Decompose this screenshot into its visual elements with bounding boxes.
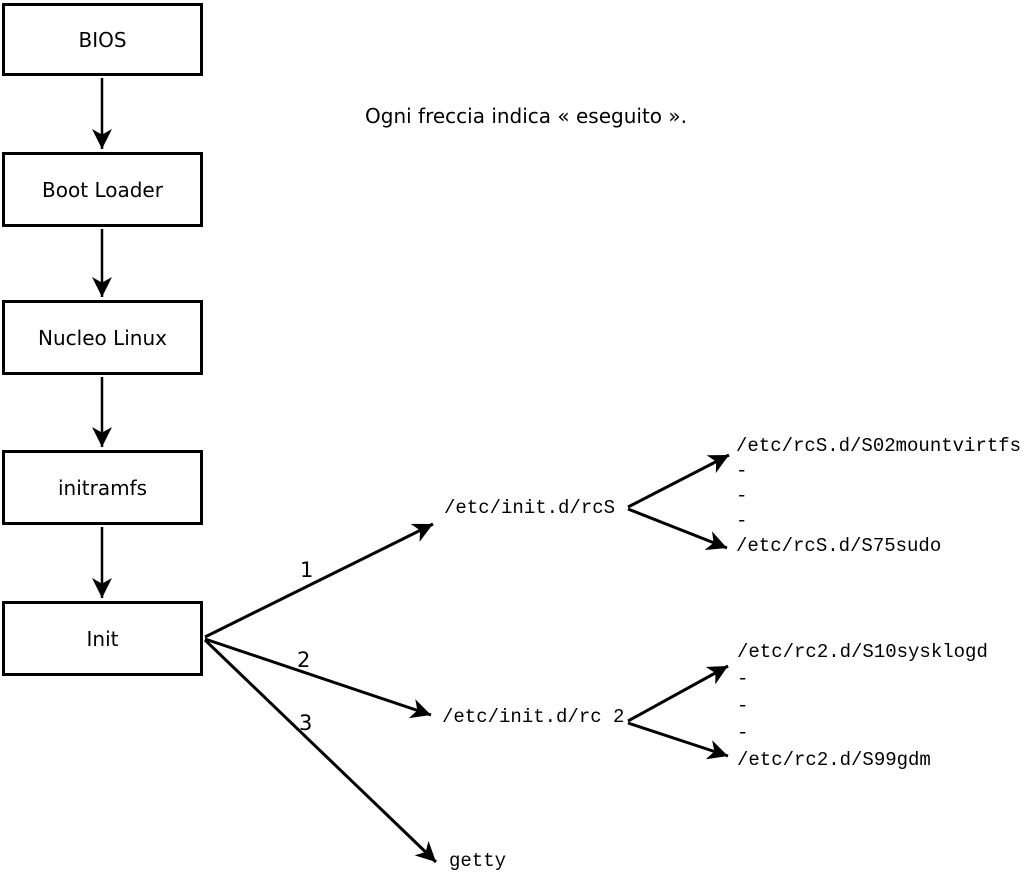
flow-box-nucleo-linux: Nucleo Linux: [2, 300, 203, 375]
node-rc2-child-s99gdm: /etc/rc2.d/S99gdm: [737, 749, 931, 771]
flow-box-boot-loader-label: Boot Loader: [42, 177, 163, 202]
ellipsis-dash: -: [737, 722, 749, 744]
ellipsis-dash: -: [736, 485, 748, 507]
node-rcs-child-s75sudo: /etc/rcS.d/S75sudo: [736, 535, 942, 557]
ellipsis-dash: -: [737, 695, 749, 717]
flow-box-bios-label: BIOS: [78, 27, 127, 52]
node-etc-init-d-rcs: /etc/init.d/rcS: [444, 497, 616, 519]
arrow-init-to-getty: [203, 638, 438, 864]
node-getty: getty: [449, 850, 507, 872]
node-etc-init-d-rc2: /etc/init.d/rc 2: [442, 706, 625, 728]
arrow-rcs-to-s75sudo: [627, 507, 728, 550]
diagram-caption: Ogni freccia indica « eseguito ».: [365, 104, 687, 128]
arrow-rcs-to-s02mountvirtfs: [627, 453, 730, 509]
arrow-init-to-rc2: [204, 637, 432, 719]
ellipsis-dash: -: [736, 510, 748, 532]
flow-box-nucleo-linux-label: Nucleo Linux: [38, 325, 167, 350]
branch-number-3: 3: [299, 711, 313, 735]
branch-number-2: 2: [297, 648, 311, 672]
ellipsis-dash: -: [737, 668, 749, 690]
arrow-rc2-to-s99gdm: [627, 721, 729, 760]
node-rc2-child-s10sysklogd: /etc/rc2.d/S10sysklogd: [737, 641, 988, 663]
flow-box-boot-loader: Boot Loader: [2, 152, 203, 227]
arrow-init-to-rcs: [204, 522, 434, 639]
flow-box-initramfs: initramfs: [2, 450, 203, 525]
flow-box-init-label: Init: [86, 626, 119, 651]
flow-box-initramfs-label: initramfs: [57, 475, 148, 500]
node-rcs-child-s02mountvirtfs: /etc/rcS.d/S02mountvirtfs: [736, 435, 1022, 457]
flow-box-init: Init: [2, 601, 203, 676]
ellipsis-dash: -: [736, 460, 748, 482]
flow-box-bios: BIOS: [2, 3, 203, 76]
arrow-rc2-to-s10sysklogd: [627, 664, 729, 723]
branch-number-1: 1: [300, 558, 314, 582]
